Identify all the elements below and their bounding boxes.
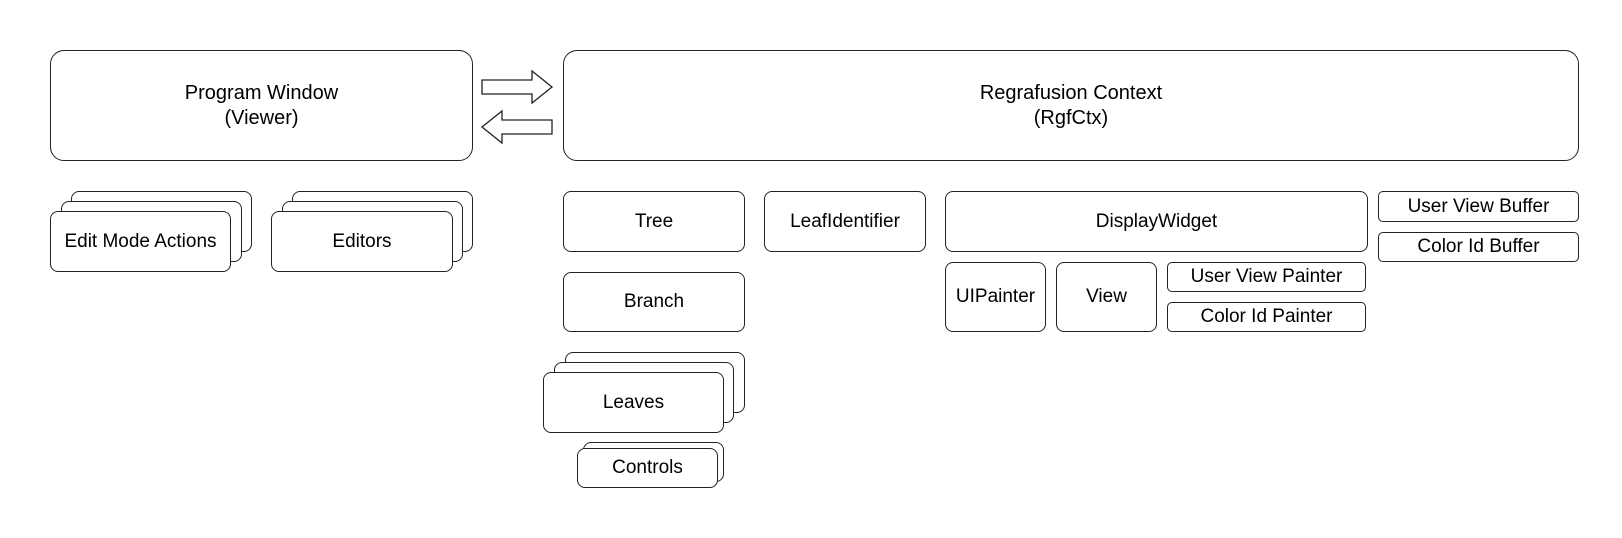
branch-label: Branch xyxy=(623,291,685,313)
regrafusion-context-title: Regrafusion Context xyxy=(979,81,1163,104)
branch-box: Branch xyxy=(563,272,745,332)
color-id-painter-label: Color Id Painter xyxy=(1200,306,1333,328)
tree-box: Tree xyxy=(563,191,745,252)
editors-label: Editors xyxy=(332,230,392,252)
display-widget-box: DisplayWidget xyxy=(945,191,1368,252)
tree-label: Tree xyxy=(634,210,674,232)
program-window-box: Program Window (Viewer) xyxy=(50,50,473,161)
controls-box: Controls xyxy=(577,448,718,488)
program-window-subtitle: (Viewer) xyxy=(224,106,299,129)
view-box: View xyxy=(1056,262,1157,332)
user-view-buffer-box: User View Buffer xyxy=(1378,191,1579,222)
editors-box: Editors xyxy=(271,211,453,272)
user-view-painter-box: User View Painter xyxy=(1167,262,1366,292)
regrafusion-context-box: Regrafusion Context (RgfCtx) xyxy=(563,50,1579,161)
user-view-painter-label: User View Painter xyxy=(1190,266,1343,288)
arrow-right xyxy=(481,69,554,105)
color-id-buffer-box: Color Id Buffer xyxy=(1378,232,1579,262)
leaf-identifier-box: LeafIdentifier xyxy=(764,191,926,252)
program-window-title: Program Window xyxy=(184,81,339,104)
ui-painter-label: UIPainter xyxy=(955,286,1036,308)
display-widget-label: DisplayWidget xyxy=(1095,210,1218,232)
color-id-painter-box: Color Id Painter xyxy=(1167,302,1366,332)
user-view-buffer-label: User View Buffer xyxy=(1407,195,1550,217)
view-label: View xyxy=(1086,286,1127,308)
leaves-label: Leaves xyxy=(602,391,665,413)
leaf-identifier-label: LeafIdentifier xyxy=(790,210,900,232)
leaves-box: Leaves xyxy=(543,372,724,433)
edit-mode-actions-label: Edit Mode Actions xyxy=(64,230,217,252)
edit-mode-actions-box: Edit Mode Actions xyxy=(50,211,231,272)
ui-painter-box: UIPainter xyxy=(945,262,1046,332)
arrow-left xyxy=(480,109,553,145)
color-id-buffer-label: Color Id Buffer xyxy=(1417,236,1540,258)
controls-label: Controls xyxy=(612,457,683,479)
regrafusion-context-subtitle: (RgfCtx) xyxy=(1033,106,1109,129)
